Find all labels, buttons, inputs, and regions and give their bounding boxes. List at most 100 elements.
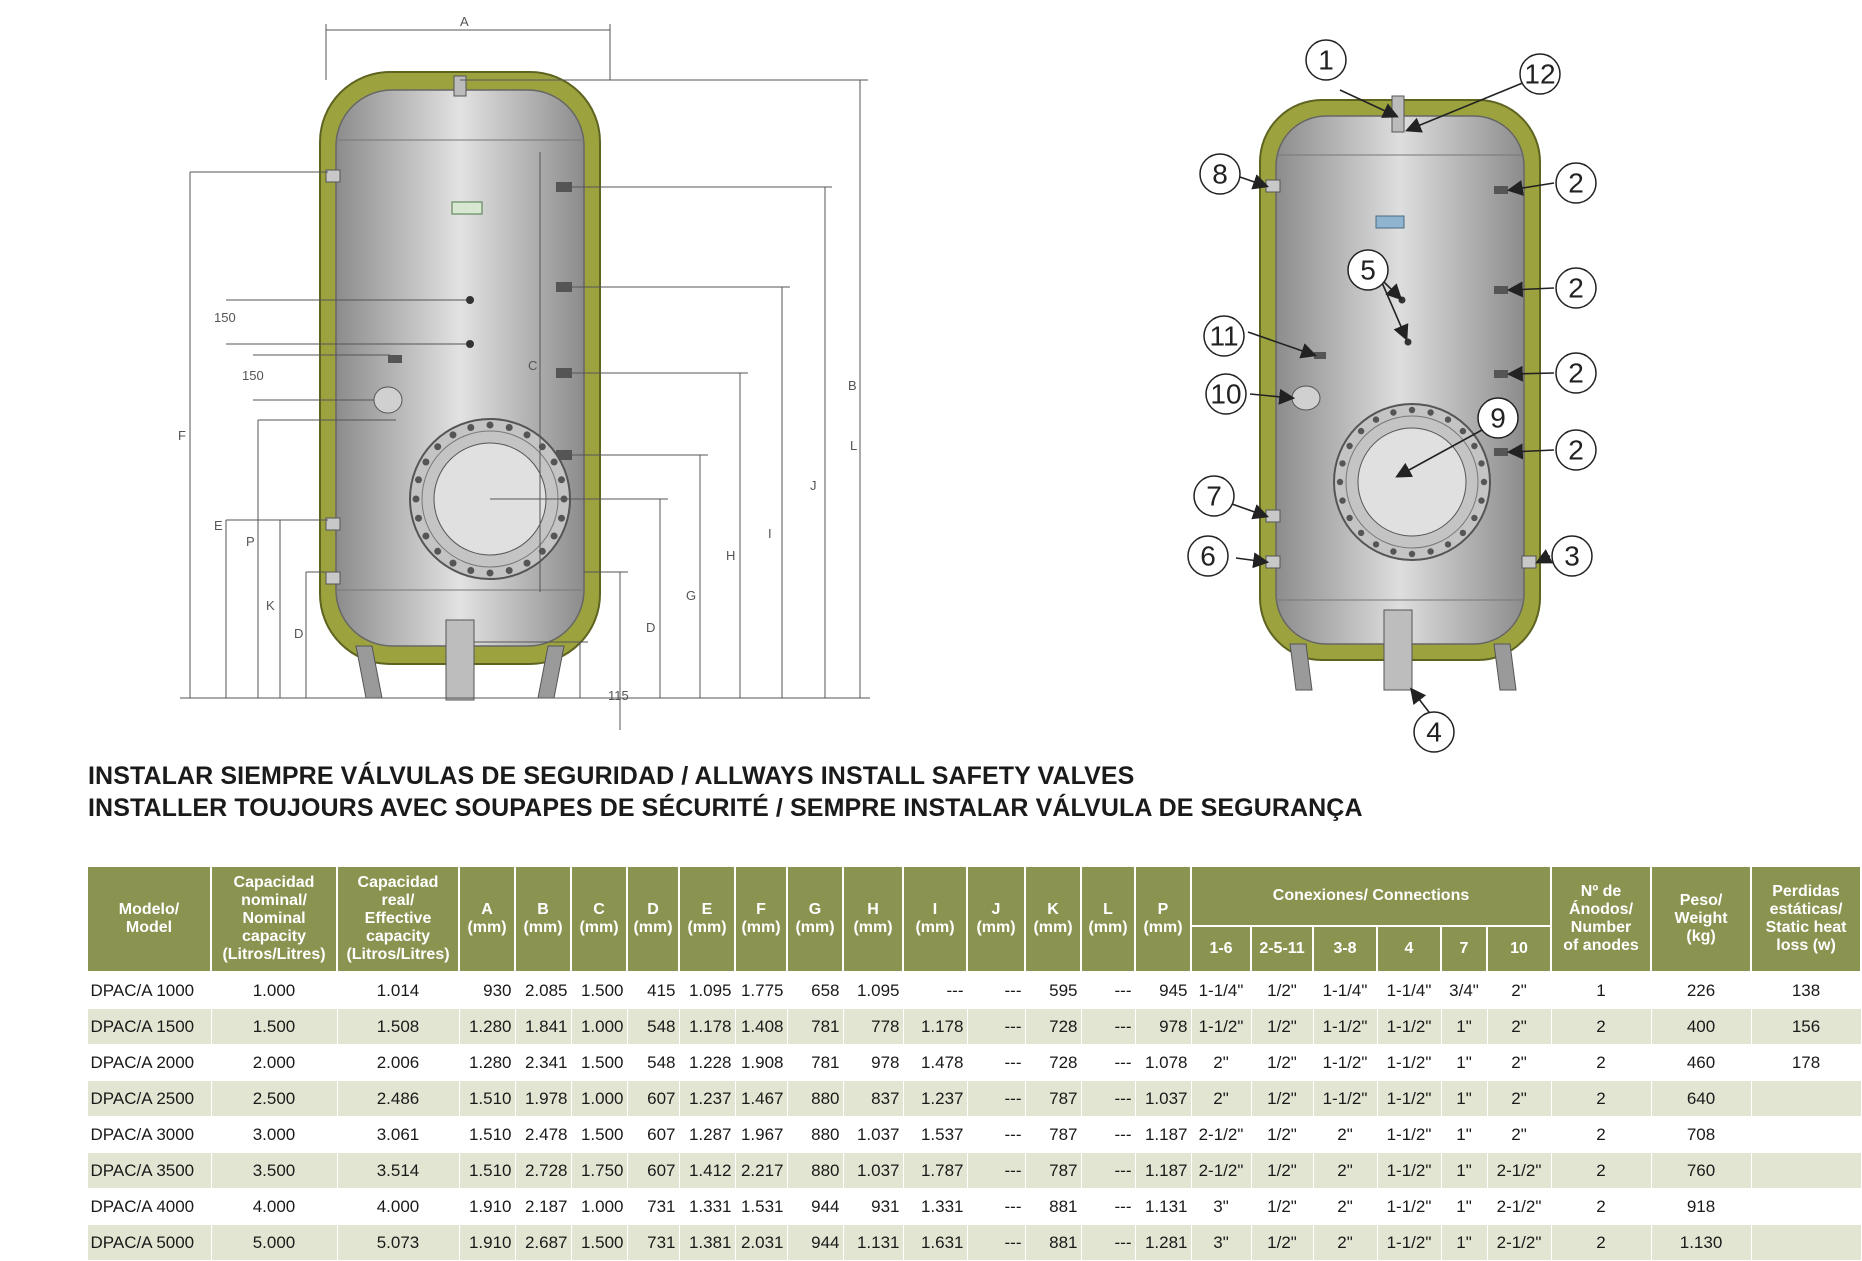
table-cell: 1.775: [734, 971, 788, 1009]
table-cell: 1-1/2": [1312, 1008, 1378, 1045]
header-row: Modelo/ Model Capacidad nominal/ Nominal…: [86, 865, 1862, 973]
table-cell: 880: [786, 1116, 844, 1153]
th-f: F (mm): [734, 865, 788, 973]
table-cell: 2: [1550, 1152, 1652, 1189]
dim-d-label: D: [294, 626, 303, 641]
table-cell: 1.178: [678, 1008, 736, 1045]
callout-9: 9: [1490, 403, 1506, 434]
table-cell: 945: [1134, 971, 1192, 1009]
table-cell: DPAC/A 1500: [86, 1008, 212, 1045]
table-cell: 2.031: [734, 1224, 788, 1261]
table-cell: 138: [1750, 971, 1862, 1009]
table-cell: 1.237: [678, 1080, 736, 1117]
table-cell: 728: [1024, 1044, 1082, 1081]
table-cell: DPAC/A 2000: [86, 1044, 212, 1081]
sub-header-row: 1-6 2-5-11 3-8 4 7 10: [87, 925, 1861, 973]
th-j: J (mm): [966, 865, 1026, 973]
table-cell: 1/2": [1250, 1080, 1314, 1117]
flange-bolt-hole: [1459, 529, 1467, 537]
table-cell: ---: [1080, 1152, 1136, 1189]
table-cell: 1-1/2": [1312, 1044, 1378, 1081]
flange-bolt-hole: [1336, 478, 1344, 486]
table-cell: 1.508: [336, 1008, 460, 1045]
flange-bolt-hole: [550, 458, 558, 466]
table-cell: 978: [1134, 1008, 1192, 1045]
table-cell: 1-1/4": [1190, 971, 1252, 1009]
table-cell: 607: [626, 1116, 680, 1153]
spec-table: Modelo/ Model Capacidad nominal/ Nominal…: [86, 865, 1862, 1261]
table-cell: 1.130: [1650, 1224, 1752, 1261]
table-cell: 658: [786, 971, 844, 1009]
table-cell: 2.085: [514, 971, 572, 1009]
flange-bolt-hole: [1459, 427, 1467, 435]
dim-c-label: C: [528, 358, 537, 373]
table-cell: 2-1/2": [1190, 1116, 1252, 1153]
callout-10: 10: [1210, 379, 1241, 410]
table-cell: 2-1/2": [1190, 1152, 1252, 1189]
heading-line-2: INSTALLER TOUJOURS AVEC SOUPAPES DE SÉCU…: [88, 794, 1363, 822]
table-cell: 3/4": [1440, 971, 1488, 1009]
table-cell: 460: [1650, 1044, 1752, 1081]
table-cell: 944: [786, 1188, 844, 1225]
flange-bolt-hole: [558, 476, 565, 484]
table-cell: 2: [1550, 1044, 1652, 1081]
table-cell: 1.078: [1134, 1044, 1192, 1081]
table-cell: 2.728: [514, 1152, 572, 1189]
table-cell: 548: [626, 1044, 680, 1081]
callout-4: 4: [1426, 717, 1442, 748]
table-cell: 1-1/2": [1376, 1080, 1442, 1117]
table-cell: 3.514: [336, 1152, 460, 1189]
th-l: L (mm): [1080, 865, 1136, 973]
table-cell: 781: [786, 1044, 844, 1081]
th-i: I (mm): [902, 865, 968, 973]
table-cell: 1.037: [1134, 1080, 1192, 1117]
th-p: P (mm): [1134, 865, 1192, 973]
dim-j-label: J: [810, 478, 817, 493]
table-cell: 1.187: [1134, 1116, 1192, 1153]
flange-bolt-hole: [412, 495, 420, 503]
th-e: E (mm): [678, 865, 736, 973]
drain-foot: [445, 619, 475, 701]
table-cell: DPAC/A 2500: [86, 1080, 212, 1117]
table-cell: 595: [1024, 971, 1082, 1009]
th-h: H (mm): [842, 865, 904, 973]
table-cell: 1/2": [1250, 1188, 1314, 1225]
flange-bolt-hole: [1372, 416, 1380, 423]
table-cell: 1-1/2": [1376, 1152, 1442, 1189]
dim-p-label: P: [246, 534, 255, 549]
table-cell: 1.331: [678, 1188, 736, 1225]
table-cell: ---: [1080, 1044, 1136, 1081]
table-cell: 1": [1440, 1116, 1488, 1153]
table-cell: 1.178: [902, 1008, 968, 1045]
table-cell: 156: [1750, 1008, 1862, 1045]
dim-150-lower-label: 150: [242, 368, 264, 383]
table-cell: 1/2": [1250, 1044, 1314, 1081]
table-cell: 1/2": [1250, 1008, 1314, 1045]
flange-bolt-hole: [1478, 497, 1485, 504]
table-cell: 1/2": [1250, 1116, 1314, 1153]
callout-2-b: 2: [1568, 273, 1584, 304]
table-cell: 1.967: [734, 1116, 788, 1153]
table-cell: 1": [1440, 1044, 1488, 1081]
table-cell: 1.500: [570, 1224, 628, 1261]
dim-i-label: I: [768, 526, 772, 541]
table-cell: 1.000: [570, 1188, 628, 1225]
flange-bolt-hole: [1339, 497, 1346, 504]
table-cell: 2-1/2": [1486, 1152, 1552, 1189]
table-cell: 1": [1440, 1152, 1488, 1189]
table-cell: 2-1/2": [1486, 1224, 1552, 1261]
table-cell: ---: [966, 1116, 1026, 1153]
table-cell: 1.237: [902, 1080, 968, 1117]
table-cell: 931: [842, 1188, 904, 1225]
table-cell: 2.187: [514, 1188, 572, 1225]
table-cell: 2: [1550, 1008, 1652, 1045]
callout-8: 8: [1212, 159, 1228, 190]
flange-bolt-hole: [415, 476, 422, 484]
flange-bolt-hole: [467, 424, 475, 431]
table-cell: 4.000: [210, 1188, 338, 1225]
table-cell: 880: [786, 1152, 844, 1189]
table-cell: 930: [458, 971, 516, 1009]
